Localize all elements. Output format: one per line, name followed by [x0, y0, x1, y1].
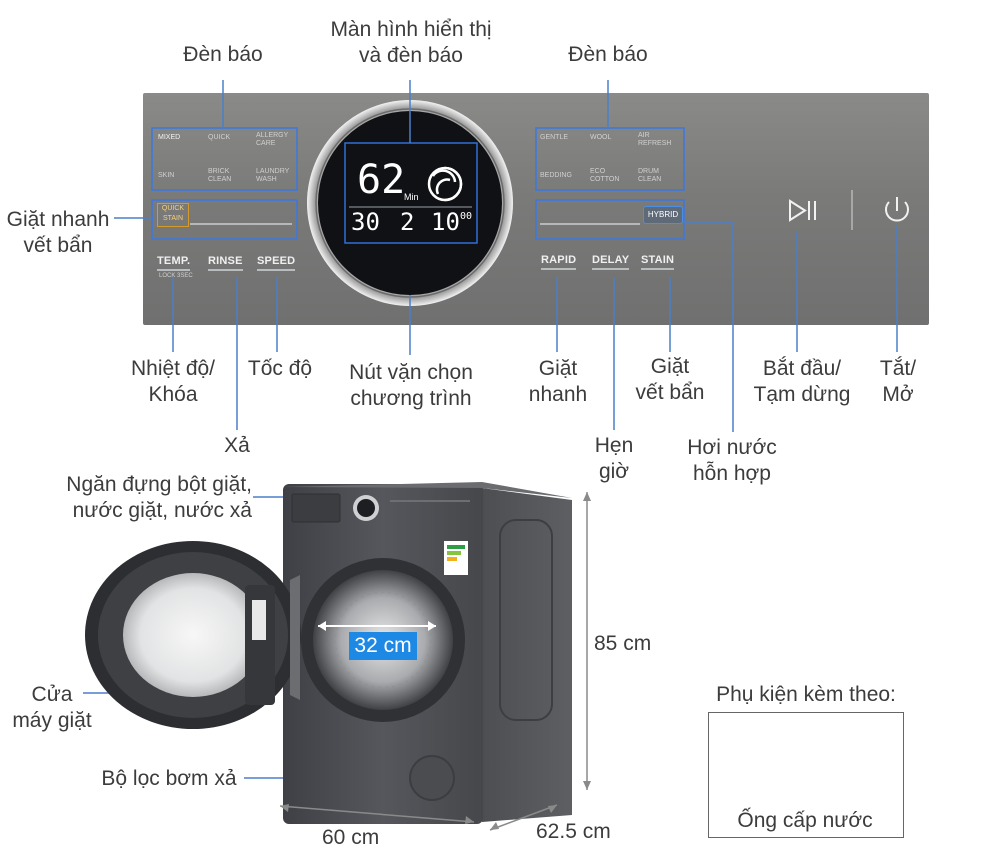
program-gentle[interactable]: GENTLE: [540, 134, 569, 141]
depth-dimension: 62.5 cm: [536, 820, 611, 843]
program-laundry-wash[interactable]: LAUNDRY WASH: [256, 168, 290, 183]
machine-side: [482, 488, 572, 822]
drain-filter[interactable]: [409, 755, 455, 801]
width-dimension: 60 cm: [322, 826, 380, 849]
program-mixed[interactable]: MIXED: [158, 134, 181, 141]
display-unit: Min: [404, 192, 419, 202]
hybrid-steam-box: [535, 199, 685, 240]
quick-stain-indicator: QUICK STAIN: [157, 203, 189, 227]
accessory-box: [708, 712, 904, 838]
indicator-box-left: [151, 127, 298, 191]
label-accessories: Phụ kiện kèm theo:: [716, 683, 896, 706]
label-indicator-right: Đèn báo: [568, 43, 648, 66]
speed-button[interactable]: SPEED: [257, 255, 296, 271]
height-dimension: 85 cm: [594, 632, 652, 655]
program-allergy-care[interactable]: ALLERGY CARE: [256, 132, 289, 147]
display-speed: 10: [431, 208, 460, 236]
program-air-refresh[interactable]: AIR REFRESH: [638, 132, 672, 147]
label-rinse: Xả: [224, 434, 250, 457]
temp-lock-hint: LOCK 3SEC: [159, 273, 193, 279]
label-detergent-drawer: Ngăn đựng bột giặt,nước giặt, nước xả: [66, 473, 252, 522]
start-pause-icon[interactable]: [789, 199, 816, 222]
display-speed-small: 00: [460, 211, 473, 222]
detergent-drawer[interactable]: [291, 493, 341, 523]
program-knob[interactable]: [307, 100, 513, 306]
label-water-hose: Ống cấp nước: [737, 809, 873, 832]
program-bedding[interactable]: BEDDING: [540, 172, 572, 179]
label-speed: Tốc độ: [247, 357, 313, 380]
display-frame: [344, 142, 478, 244]
program-quick[interactable]: QUICK: [208, 134, 231, 141]
machine-door[interactable]: [85, 541, 301, 729]
program-eco-cotton[interactable]: ECO COTTON: [590, 168, 620, 183]
delay-button[interactable]: DELAY: [592, 254, 630, 270]
label-indicator-left: Đèn báo: [183, 43, 263, 66]
label-start-pause: Bắt đầu/Tạm dừng: [753, 357, 851, 406]
label-drain-filter: Bộ lọc bơm xả: [101, 767, 237, 790]
display-temp: 30: [351, 208, 380, 236]
temp-button[interactable]: TEMP.: [157, 255, 191, 271]
rinse-button[interactable]: RINSE: [208, 255, 243, 271]
label-power: Tắt/Mở: [879, 357, 917, 406]
program-wool[interactable]: WOOL: [590, 134, 612, 141]
stain-button[interactable]: STAIN: [641, 254, 675, 270]
power-icon[interactable]: [885, 197, 909, 222]
indicator-box-right: [535, 127, 685, 191]
rapid-button[interactable]: RAPID: [541, 254, 577, 270]
program-brick-clean[interactable]: BRICK CLEAN: [208, 168, 232, 183]
label-temp-lock: Nhiệt độ/Khóa: [130, 357, 216, 406]
display-minutes: 62: [357, 157, 406, 203]
drum-spin-icon: [427, 166, 463, 202]
drum-diameter-badge: 32 cm: [349, 632, 417, 660]
hybrid-indicator: HYBRID: [643, 206, 683, 224]
display-rinse: 2: [400, 208, 415, 236]
quick-stain-box: [151, 199, 298, 240]
dimension-lines: [279, 492, 591, 831]
program-drum-clean[interactable]: DRUM CLEAN: [638, 168, 662, 183]
program-skin[interactable]: SKIN: [158, 172, 175, 179]
pointer-lines: [83, 80, 898, 779]
